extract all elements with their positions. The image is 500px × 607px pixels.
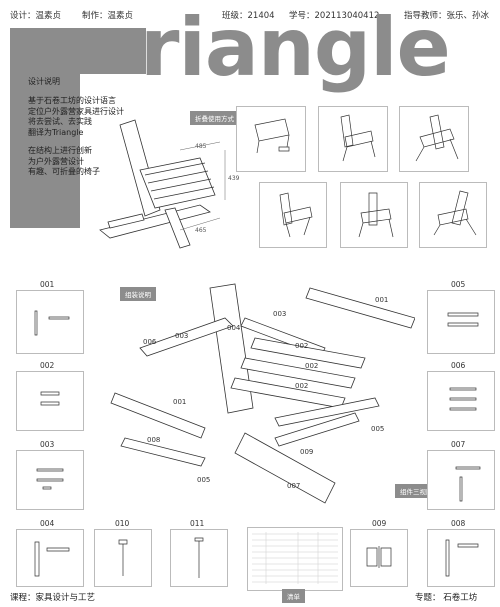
folding-step-4 — [259, 182, 327, 248]
folding-step-2 — [318, 106, 388, 172]
assembly-tag: 组装说明 — [120, 287, 156, 301]
part-number: 005 — [197, 476, 210, 484]
part-003-views — [16, 450, 84, 510]
part-label: 005 — [451, 280, 466, 289]
part-orthographic-views — [17, 291, 83, 353]
part-orthographic-views — [17, 372, 83, 430]
parts-list-table — [247, 527, 343, 591]
course-label: 课程：家具设计与工艺 — [10, 593, 96, 603]
part-label: 002 — [40, 361, 55, 370]
description-line: 有趣、可折叠的椅子 — [28, 167, 100, 176]
part-orthographic-views — [428, 372, 494, 430]
part-number: 005 — [371, 425, 384, 433]
three-view-tag: 组件三视图 — [395, 484, 438, 498]
description-line: 基于石卷工坊的设计语言 — [28, 96, 116, 105]
part-orthographic-views — [428, 291, 494, 353]
part-number: 003 — [175, 332, 188, 340]
student-id-label: 学号：202113040412 — [289, 11, 380, 21]
description-line: 在结构上进行创新 — [28, 146, 92, 155]
part-label: 007 — [451, 440, 466, 449]
part-number: 009 — [300, 448, 313, 456]
part-007-views — [427, 450, 495, 510]
chair-open-icon — [260, 183, 326, 247]
part-orthographic-views — [17, 451, 83, 509]
part-006-views — [427, 371, 495, 431]
part-label: 001 — [40, 280, 55, 289]
part-number: 002 — [295, 382, 308, 390]
description-line: 定位户外露营家具进行设计 — [28, 106, 124, 116]
part-number: 006 — [143, 338, 157, 346]
part-label: 009 — [372, 519, 387, 528]
part-008-views — [427, 529, 495, 587]
part-004-views — [16, 529, 84, 587]
class-label: 班级：21404 — [222, 11, 275, 21]
topic-label: 专题： 石卷工坊 — [415, 593, 478, 603]
folding-usage-tag: 折叠使用方式 — [190, 111, 239, 125]
chair-tilted-icon — [341, 183, 407, 247]
designer-label: 设计：温素贞 — [10, 11, 62, 21]
description-line: 翻译为Triangle — [28, 127, 84, 137]
title-letter-t-stem — [10, 28, 80, 228]
chair-perspective-drawing: 485 439 465 — [80, 110, 240, 250]
part-001-views — [16, 290, 84, 354]
part-orthographic-views — [17, 530, 83, 586]
title-word: riangle — [140, 1, 451, 94]
part-number: 008 — [147, 436, 160, 444]
part-number: 003 — [273, 310, 286, 318]
description-line: 为户外露营设计 — [28, 156, 84, 166]
dimension-label: 465 — [195, 227, 207, 234]
part-009-views — [350, 529, 408, 587]
dimension-label: 485 — [195, 143, 207, 150]
screw-icon — [171, 530, 227, 586]
maker-label: 制作：温素贞 — [82, 11, 134, 21]
part-number: 007 — [287, 482, 300, 490]
part-label: 004 — [40, 519, 55, 528]
part-orthographic-views — [428, 530, 494, 586]
part-orthographic-views — [428, 451, 494, 509]
part-label: 011 — [190, 519, 205, 528]
part-number: 001 — [375, 296, 388, 304]
bolt-icon — [95, 530, 151, 586]
folded-chair-icon — [237, 107, 305, 171]
part-number: 002 — [295, 342, 308, 350]
part-label: 003 — [40, 440, 55, 449]
folding-step-6 — [419, 182, 487, 248]
parts-list-tag: 清单 — [282, 589, 305, 603]
dimension-label: 439 — [228, 175, 240, 182]
chair-unfolding-icon — [400, 107, 468, 171]
part-label: 010 — [115, 519, 130, 528]
parts-list-grid — [248, 528, 342, 590]
folding-step-3 — [399, 106, 469, 172]
part-label: 006 — [451, 361, 466, 370]
part-number: 001 — [173, 398, 186, 406]
teacher-label: 指导教师：张乐、孙冰 — [404, 11, 490, 21]
hinge-icon — [351, 530, 407, 586]
part-005-views — [427, 290, 495, 354]
folding-step-1 — [236, 106, 306, 172]
part-label: 008 — [451, 519, 466, 528]
part-010-views — [94, 529, 152, 587]
description-heading: 设计说明 — [28, 77, 60, 86]
chair-final-icon — [420, 183, 486, 247]
part-number: 004 — [227, 324, 241, 332]
folding-step-5 — [340, 182, 408, 248]
part-number: 002 — [305, 362, 318, 370]
exploded-view-drawing: 004 003 002 002 002 001 001 006 003 005 … — [95, 278, 415, 578]
part-011-views — [170, 529, 228, 587]
part-002-views — [16, 371, 84, 431]
chair-opening-icon — [319, 107, 387, 171]
description-line: 将去尝试、去实践 — [28, 117, 92, 126]
